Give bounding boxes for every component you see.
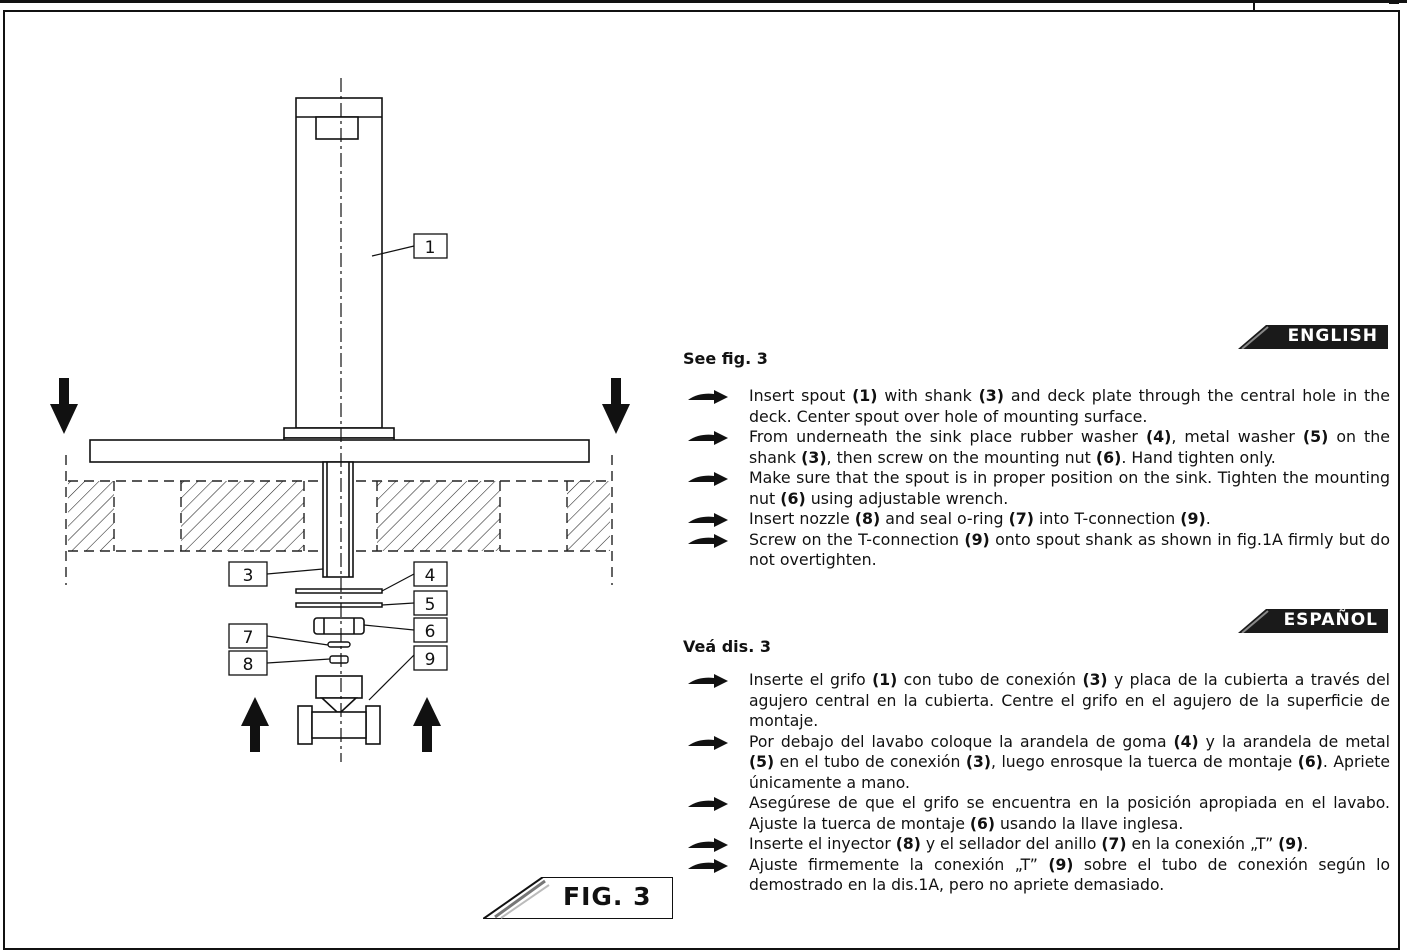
part-reference: (4) bbox=[1173, 732, 1199, 751]
part-reference: (6) bbox=[969, 814, 995, 833]
instruction-step: Ajuste firmemente la conexión „T” (9) so… bbox=[688, 855, 1390, 896]
instruction-step: Make sure that the spout is in proper po… bbox=[688, 468, 1390, 509]
callout-box-4 bbox=[413, 561, 448, 587]
part-reference: (1) bbox=[852, 386, 878, 405]
up-arrow-right bbox=[413, 697, 441, 752]
o-ring bbox=[327, 641, 351, 648]
callout-label-3: 3 bbox=[243, 566, 254, 586]
up-arrow-left bbox=[241, 697, 269, 752]
shank bbox=[322, 461, 354, 578]
spanish-tab: ESPAÑOL bbox=[1238, 609, 1388, 633]
callout-label-6: 6 bbox=[425, 622, 436, 642]
callout-label-9: 9 bbox=[425, 650, 436, 670]
callout-label-1: 1 bbox=[425, 238, 436, 258]
instruction-step: Insert nozzle (8) and seal o-ring (7) in… bbox=[688, 509, 1390, 530]
part-reference: (9) bbox=[964, 529, 990, 549]
part-reference: (5) bbox=[1302, 427, 1329, 446]
part-reference: (3) bbox=[978, 386, 1005, 405]
mounting-nut bbox=[313, 617, 365, 635]
part-reference: (9) bbox=[1048, 855, 1074, 874]
bullet-arrow-icon bbox=[688, 430, 728, 451]
part-reference: (8) bbox=[895, 835, 921, 853]
part-reference: (9) bbox=[1180, 509, 1206, 528]
top-dot bbox=[1389, 0, 1399, 4]
callout-box-5 bbox=[413, 590, 448, 616]
part-reference: (3) bbox=[801, 447, 827, 467]
figure-label-text: FIG. 3 bbox=[563, 882, 652, 911]
callout-label-7: 7 bbox=[243, 628, 254, 648]
part-reference: (8) bbox=[854, 509, 881, 528]
part-reference: (5) bbox=[749, 753, 775, 771]
callout-box-9 bbox=[413, 645, 448, 671]
callout-label-4: 4 bbox=[425, 566, 436, 586]
spanish-steps: Inserte el grifo (1) con tubo de conexió… bbox=[688, 670, 1390, 896]
down-arrow-left bbox=[50, 378, 78, 434]
callout-box-8 bbox=[228, 650, 268, 676]
rubber-washer bbox=[295, 588, 383, 594]
callout-label-5: 5 bbox=[425, 595, 436, 615]
part-reference: (9) bbox=[1278, 835, 1304, 853]
spanish-tab-label: ESPAÑOL bbox=[1283, 610, 1378, 630]
bullet-arrow-icon bbox=[688, 533, 728, 554]
callout-box-7 bbox=[228, 623, 268, 649]
bullet-arrow-icon bbox=[688, 389, 728, 410]
bullet-arrow-icon bbox=[688, 735, 728, 756]
deck-plate bbox=[89, 439, 590, 463]
instruction-step: Por debajo del lavabo coloque la arandel… bbox=[688, 732, 1390, 794]
bullet-arrow-icon bbox=[688, 858, 728, 879]
instruction-step: Asegúrese de que el grifo se encuentra e… bbox=[688, 793, 1390, 834]
english-tab: ENGLISH bbox=[1238, 325, 1388, 349]
instruction-step: Insert spout (1) with shank (3) and deck… bbox=[688, 386, 1390, 427]
callout-leaders bbox=[266, 245, 415, 701]
bullet-arrow-icon bbox=[688, 673, 728, 694]
spanish-heading: Veá dis. 3 bbox=[683, 637, 771, 656]
deck-outline bbox=[65, 455, 613, 585]
nozzle bbox=[329, 655, 349, 664]
deck-hatching bbox=[68, 481, 610, 551]
part-reference: (6) bbox=[1095, 447, 1122, 467]
callout-box-1 bbox=[413, 233, 448, 259]
english-heading: See fig. 3 bbox=[683, 349, 768, 368]
callout-box-6 bbox=[413, 617, 448, 643]
part-reference: (4) bbox=[1145, 427, 1172, 446]
english-tab-label: ENGLISH bbox=[1287, 326, 1378, 346]
bullet-arrow-icon bbox=[688, 471, 728, 492]
part-reference: (6) bbox=[780, 488, 806, 508]
installation-diagram: 1 3 4 5 6 7 8 9 bbox=[50, 78, 630, 762]
instruction-step: Inserte el inyector (8) y el sellador de… bbox=[688, 834, 1390, 855]
english-steps: Insert spout (1) with shank (3) and deck… bbox=[688, 386, 1390, 571]
bullet-arrow-icon bbox=[688, 837, 728, 858]
top-tick bbox=[1253, 0, 1255, 10]
callout-label-8: 8 bbox=[243, 655, 254, 675]
metal-washer bbox=[295, 602, 383, 608]
top-rule bbox=[0, 0, 1407, 3]
part-reference: (7) bbox=[1008, 509, 1035, 528]
part-reference: (3) bbox=[965, 753, 991, 771]
down-arrow-right bbox=[602, 378, 630, 434]
part-reference: (6) bbox=[1297, 753, 1323, 771]
figure-label: FIG. 3 bbox=[483, 877, 673, 919]
t-connection bbox=[297, 675, 381, 745]
part-reference: (7) bbox=[1101, 835, 1127, 853]
instruction-step: Inserte el grifo (1) con tubo de conexió… bbox=[688, 670, 1390, 732]
instruction-step: Screw on the T-connection (9) onto spout… bbox=[688, 530, 1390, 571]
part-reference: (3) bbox=[1082, 671, 1108, 689]
bullet-arrow-icon bbox=[688, 512, 728, 533]
part-reference: (1) bbox=[872, 671, 898, 689]
spout bbox=[283, 97, 395, 453]
instruction-step: From underneath the sink place rubber wa… bbox=[688, 427, 1390, 468]
bullet-arrow-icon bbox=[688, 796, 728, 817]
callout-box-3 bbox=[228, 561, 268, 587]
